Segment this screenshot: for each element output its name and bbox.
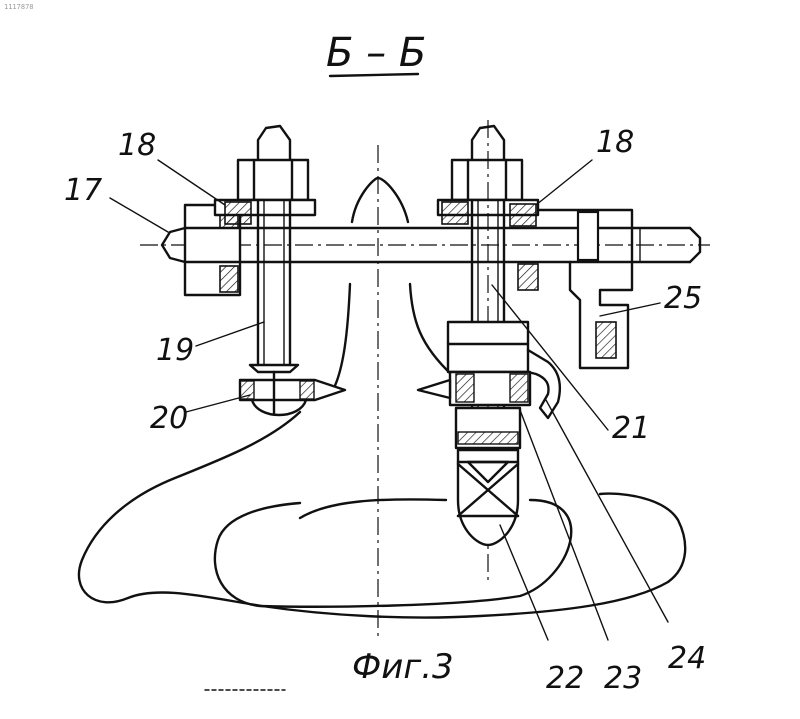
corner-code: 1117878 — [4, 3, 34, 11]
label-21: 21 — [612, 411, 650, 446]
label-17: 17 — [64, 173, 102, 208]
pad-23 — [456, 408, 520, 448]
center-rib-right — [410, 284, 452, 375]
center-rib-left — [332, 284, 350, 392]
casting-outline — [79, 412, 685, 618]
nut-24 — [418, 322, 560, 418]
bracket-25 — [538, 210, 632, 368]
label-18-left: 18 — [118, 128, 156, 163]
label-24: 24 — [668, 641, 706, 676]
clamp-20 — [240, 372, 345, 415]
section-title: Б – Б — [326, 30, 426, 76]
label-23: 23 — [604, 661, 642, 696]
label-18-right: 18 — [596, 125, 634, 160]
label-25: 25 — [664, 281, 702, 316]
center-rib-top — [352, 178, 408, 222]
label-22: 22 — [546, 661, 584, 696]
label-20: 20 — [150, 401, 188, 436]
section-title-group: Б – Б — [326, 30, 426, 76]
label-19: 19 — [156, 333, 194, 368]
figure-caption: Фиг.3 — [352, 647, 454, 687]
stamp-22 — [458, 450, 518, 545]
